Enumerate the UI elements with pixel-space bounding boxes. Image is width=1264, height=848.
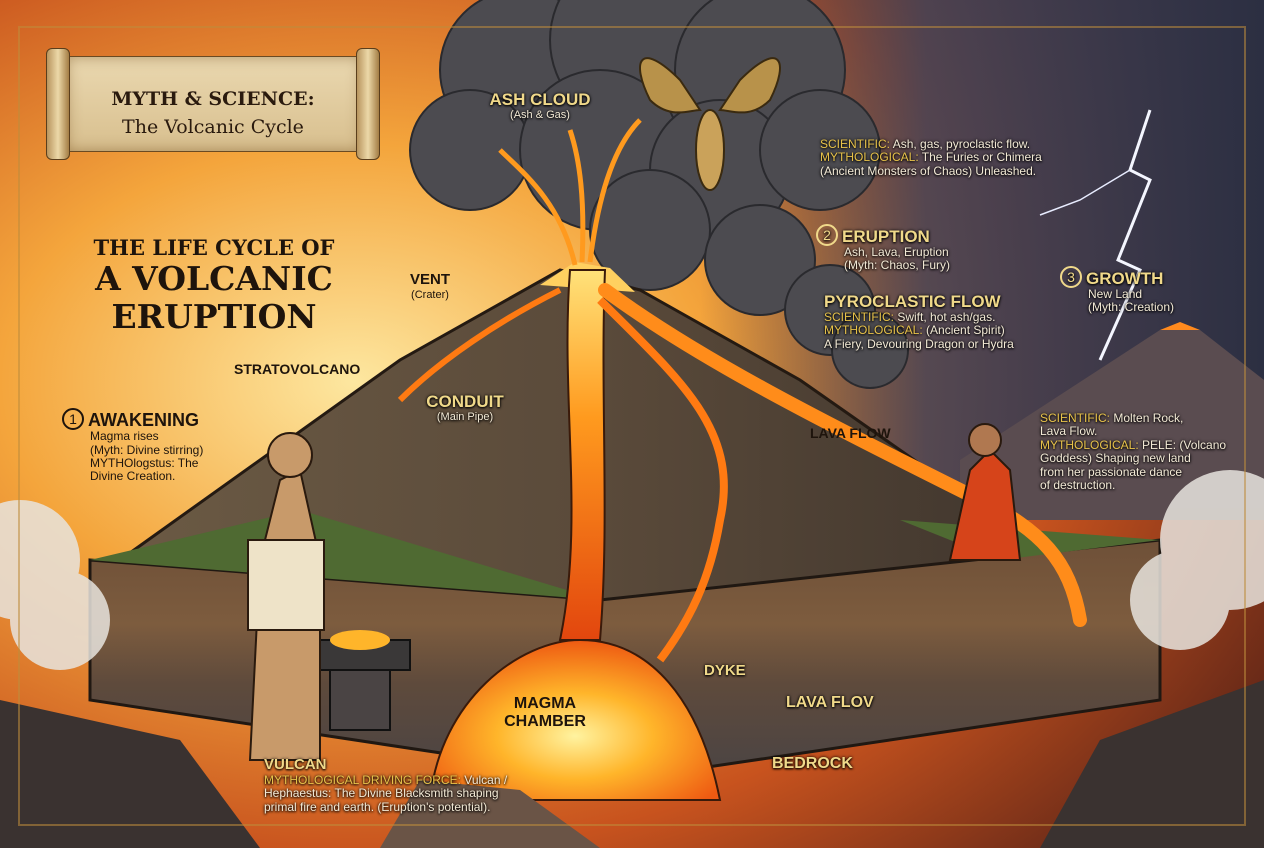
stage-number-3: 3 [1060, 266, 1082, 288]
label-dyke: DYKE [704, 662, 746, 679]
label-magma-line1: MAGMA [513, 695, 577, 712]
label-vent-sub: (Crater) [411, 288, 449, 301]
pele-line: Goddess) Shaping new land [1040, 451, 1191, 466]
scientific-text: Molten Rock, [1110, 411, 1184, 425]
scientific-text: Ash, gas, pyroclastic flow. [890, 137, 1031, 151]
scientific-text: Swift, hot ash/gas. [894, 310, 996, 325]
scientific-key: SCIENTIFIC: [824, 310, 895, 325]
stage-awakening-title: AWAKENING [88, 410, 200, 430]
stage-growth-line: New Land [1088, 287, 1143, 302]
stage-growth-line: (Myth: Creation) [1088, 300, 1175, 315]
mythological-text: (Ancient Spirit) [922, 323, 1005, 338]
label-conduit: CONDUIT (Main Pipe) [410, 392, 520, 423]
headline-line1: THE LIFE CYCLE OF [93, 235, 335, 260]
mythological-text: The Furies or Chimera [918, 150, 1042, 165]
vulcan-line: Hephaestus: The Divine Blacksmith shapin… [264, 786, 499, 801]
stage-number-2: 2 [816, 224, 838, 246]
label-conduit-title: CONDUIT [426, 392, 504, 411]
ash-cloud-note: SCIENTIFIC: Ash, gas, pyroclastic flow. … [820, 137, 1042, 178]
stage-eruption-line: Ash, Lava, Eruption [844, 245, 949, 260]
mythological-text: PELE: (Volcano [1138, 437, 1227, 452]
stage-awakening-line: MYTHOlogstus: The [90, 456, 199, 471]
label-lava-flow-surface: LAVA FLOW [810, 425, 891, 441]
vulcan-title: VULCAN [264, 756, 327, 773]
ash-note-line3: (Ancient Monsters of Chaos) Unleashed. [820, 163, 1037, 178]
scientific-key: SCIENTIFIC: [1040, 411, 1111, 425]
label-magma-line2: CHAMBER [504, 712, 586, 730]
mythological-key: MYTHOLOGICAL DRIVING FORCE: [264, 772, 461, 787]
label-ash-cloud: ASH CLOUD (Ash & Gas) [470, 90, 610, 121]
vulcan-line: primal fire and earth. (Eruption's poten… [264, 799, 491, 814]
headline-main: A VOLCANIC ERUPTION [64, 260, 364, 336]
pele-line: Lava Flow. [1040, 424, 1098, 439]
stage-number-1: 1 [62, 408, 84, 430]
scroll-subtitle: The Volcanic Cycle [122, 116, 304, 138]
label-bedrock: BEDROCK [772, 755, 853, 772]
label-stratovolcano: STRATOVOLCANO [234, 361, 361, 377]
stage-eruption-line: (Myth: Chaos, Fury) [844, 258, 951, 273]
vulcan-note: VULCAN MYTHOLOGICAL DRIVING FORCE: Vulca… [264, 756, 508, 814]
scientific-key: SCIENTIFIC: [820, 137, 891, 151]
headline-line3: ERUPTION [111, 296, 317, 336]
stage-eruption-title: ERUPTION [842, 227, 930, 246]
title-scroll: MYTH & SCIENCE: The Volcanic Cycle [44, 48, 382, 160]
pele-note: SCIENTIFIC: Molten Rock, Lava Flow. MYTH… [1040, 411, 1227, 493]
pele-line: of destruction. [1040, 478, 1116, 493]
label-vent: VENT (Crater) [400, 271, 460, 301]
stage-awakening-line: (Myth: Divine stirring) [90, 442, 204, 457]
label-conduit-sub: (Main Pipe) [436, 411, 494, 424]
mythological-text: Vulcan / [460, 772, 508, 787]
headline-line2: A VOLCANIC [95, 259, 333, 298]
label-lava-flow-layer: LAVA FLOV [786, 694, 874, 711]
scroll-roll-left [46, 48, 70, 160]
label-magma-chamber: MAGMA CHAMBER [490, 695, 600, 731]
pyroclastic-title: PYROCLASTIC FLOW [824, 292, 1001, 311]
pyroclastic-line3: A Fiery, Devouring Dragon or Hydra [824, 336, 1014, 351]
label-ash-cloud-sub: (Ash & Gas) [510, 109, 570, 122]
mythological-key: MYTHOLOGICAL: [820, 150, 919, 165]
stage-growth-title: GROWTH [1086, 269, 1164, 288]
scroll-roll-right [356, 48, 380, 160]
mythological-key: MYTHOLOGICAL: [824, 323, 923, 338]
pyroclastic-flow-note: PYROCLASTIC FLOW SCIENTIFIC: Swift, hot … [824, 292, 1014, 351]
pele-line: from her passionate dance [1040, 464, 1183, 479]
scroll-title: MYTH & SCIENCE: [111, 88, 315, 110]
label-ash-cloud-title: ASH CLOUD [489, 90, 591, 109]
scroll-paper [66, 56, 362, 152]
label-vent-title: VENT [409, 271, 450, 288]
mythological-key: MYTHOLOGICAL: [1040, 437, 1139, 452]
stage-awakening-line: Magma rises [90, 429, 159, 444]
stage-awakening-line: Divine Creation. [90, 469, 176, 484]
